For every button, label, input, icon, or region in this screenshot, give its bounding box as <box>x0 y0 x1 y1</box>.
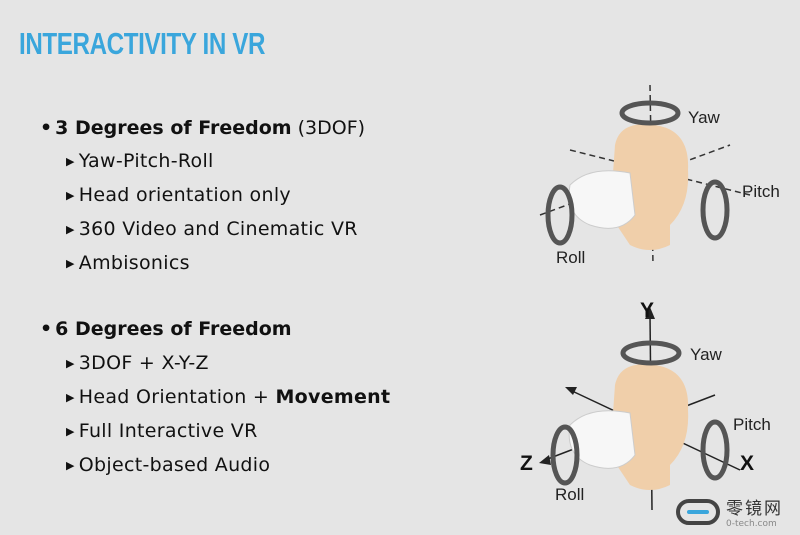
pitch-arrow-icon <box>700 179 730 241</box>
yaw-label: Yaw <box>688 108 721 127</box>
item-text: Yaw-Pitch-Roll <box>78 150 214 172</box>
item-text: Full Interactive VR <box>78 420 258 442</box>
list-item: ▶Full Interactive VR <box>66 420 258 442</box>
heading-bold: 6 Degrees of Freedom <box>55 318 292 340</box>
list-item: ▶Yaw-Pitch-Roll <box>66 150 214 172</box>
watermark-name: 零镜网 <box>726 499 783 519</box>
list-item: ▶Ambisonics <box>66 252 190 274</box>
vr-headset-icon <box>568 170 636 229</box>
item-text: Head orientation only <box>78 184 291 206</box>
heading-bold: 3 Degrees of Freedom <box>55 117 292 139</box>
roll-arrow-icon <box>550 424 580 486</box>
yaw-label: Yaw <box>690 345 723 364</box>
y-axis-label: Y <box>640 299 654 322</box>
triangle-bullet-icon: ▶ <box>66 155 75 168</box>
6dof-head-diagram: Y Z X Yaw Pitch Roll <box>520 299 771 511</box>
item-bold: Movement <box>275 386 391 408</box>
pitch-label: Pitch <box>733 415 771 434</box>
x-axis-label: X <box>740 452 754 475</box>
triangle-bullet-icon: ▶ <box>66 391 75 404</box>
roll-label: Roll <box>556 248 585 267</box>
3dof-head-diagram: Yaw Pitch Roll <box>539 85 780 267</box>
bullet-6dof: •6 Degrees of Freedom <box>40 318 292 340</box>
triangle-bullet-icon: ▶ <box>66 425 75 438</box>
watermark-logo-icon <box>676 498 720 525</box>
item-text: Ambisonics <box>78 252 190 274</box>
bullet-3dof: •3 Degrees of Freedom (3DOF) <box>40 117 366 139</box>
triangle-bullet-icon: ▶ <box>66 189 75 202</box>
item-text: 360 Video and Cinematic VR <box>78 218 358 240</box>
pitch-label: Pitch <box>742 182 780 201</box>
triangle-bullet-icon: ▶ <box>66 223 75 236</box>
triangle-bullet-icon: ▶ <box>66 459 75 472</box>
list-item: ▶3DOF + X-Y-Z <box>66 352 209 374</box>
triangle-bullet-icon: ▶ <box>66 357 75 370</box>
list-item: ▶Head Orientation + Movement <box>66 386 390 408</box>
yaw-arrow-icon <box>620 340 682 366</box>
pitch-arrow-icon <box>700 419 730 481</box>
watermark: 零镜网 0-tech.com <box>676 494 783 529</box>
roll-label: Roll <box>555 485 584 504</box>
list-item: ▶Object-based Audio <box>66 454 270 476</box>
yaw-arrow-icon <box>619 100 681 126</box>
watermark-site: 0-tech.com <box>726 519 777 529</box>
roll-arrow-icon <box>545 184 575 246</box>
vr-headset-icon <box>568 410 636 469</box>
list-item: ▶Head orientation only <box>66 184 291 206</box>
triangle-bullet-icon: ▶ <box>66 257 75 270</box>
item-text: 3DOF + X-Y-Z <box>78 352 209 374</box>
item-text: Object-based Audio <box>78 454 271 476</box>
slide-title: INTERACTIVITY IN VR <box>19 26 266 61</box>
list-item: ▶360 Video and Cinematic VR <box>66 218 358 240</box>
item-text: Head Orientation + <box>78 386 276 408</box>
z-axis-label: Z <box>520 452 533 475</box>
heading-rest: (3DOF) <box>291 117 366 139</box>
